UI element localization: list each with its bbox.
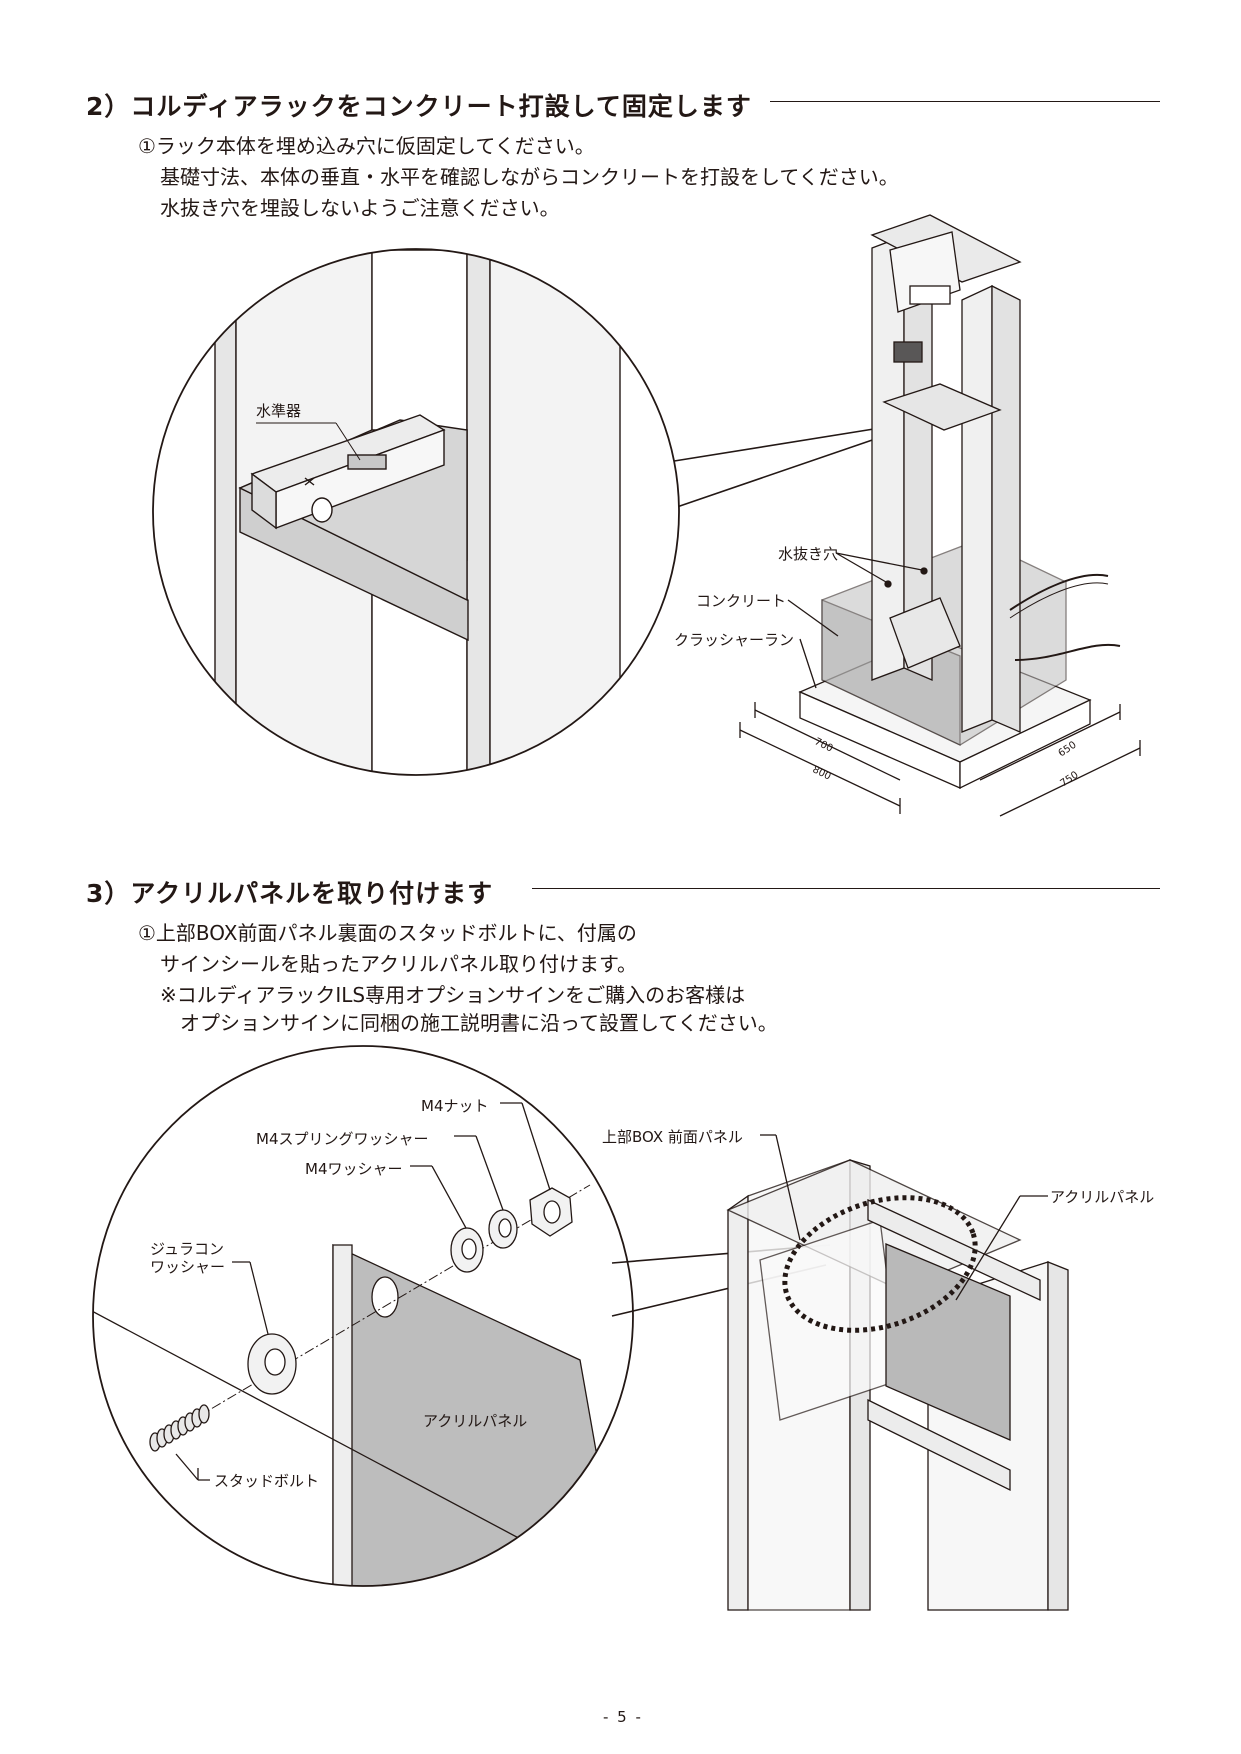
- section-2-rule: [770, 101, 1160, 102]
- section-2-step-2: 基礎寸法、本体の垂直・水平を確認しながらコンクリートを打設をしてください。: [160, 165, 899, 189]
- label-drain-hole: 水抜き穴: [778, 545, 839, 563]
- label-duracon-line-1: ジュラコン: [150, 1240, 224, 1258]
- section-2-step-1: ①ラック本体を埋め込み穴に仮固定してください。: [138, 134, 595, 158]
- section-3-title: 3）アクリルパネルを取り付けます: [86, 879, 494, 908]
- label-m4-washer: M4ワッシャー: [305, 1160, 403, 1178]
- label-acrylic-detail: アクリルパネル: [423, 1412, 528, 1430]
- page-number: - 5 -: [603, 1708, 643, 1726]
- section-3-step-2: サインシールを貼ったアクリルパネル取り付けます。: [160, 952, 637, 976]
- label-crusher-run: クラッシャーラン: [674, 631, 795, 649]
- section-2-step-3: 水抜き穴を埋設しないようご注意ください。: [160, 196, 560, 220]
- label-stud-bolt: スタッドボルト: [214, 1472, 320, 1490]
- label-m4-spring-washer: M4スプリングワッシャー: [256, 1130, 429, 1148]
- label-upper-box-front-panel: 上部BOX 前面パネル: [602, 1128, 743, 1146]
- label-duracon-line-2: ワッシャー: [150, 1258, 226, 1276]
- label-acrylic-panel: アクリルパネル: [1050, 1188, 1155, 1206]
- section-2-title: 2）コルディアラックをコンクリート打設して固定します: [86, 92, 752, 121]
- section-3-step-3: ※コルディアラックILS専用オプションサインをご購入のお客様は: [160, 983, 746, 1007]
- section-3-rule: [532, 888, 1160, 889]
- label-concrete: コンクリート: [696, 592, 787, 610]
- rack-concrete-illustration: [152, 214, 1141, 817]
- label-spirit-level: 水準器: [256, 402, 302, 420]
- label-m4-nut: M4ナット: [421, 1097, 489, 1115]
- section-3-step-4: オプションサインに同梱の施工説明書に沿って設置してください。: [180, 1011, 778, 1035]
- section-3-step-1: ①上部BOX前面パネル裏面のスタッドボルトに、付属の: [138, 921, 637, 945]
